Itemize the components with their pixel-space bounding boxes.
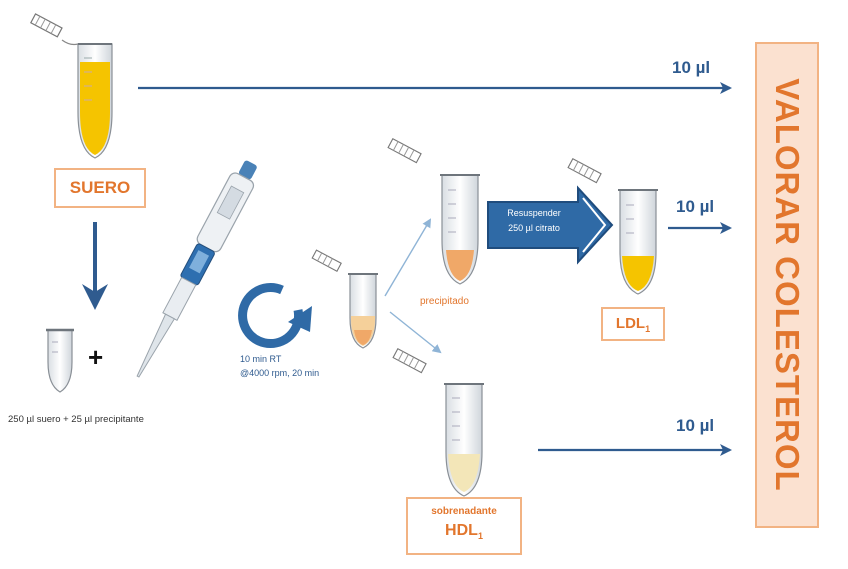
ldl-label: LDL1 [601, 307, 665, 341]
small-tube [46, 328, 74, 393]
resuspend-line-2: 250 µl citrato [508, 223, 560, 233]
resuspend-line-1: Resuspender [507, 208, 561, 218]
volume-top: 10 µl [672, 58, 711, 77]
centrifuge-rotation-icon [238, 283, 312, 349]
to-supernatant-arrow [389, 311, 442, 354]
supernatant-tube [392, 347, 484, 497]
suero-label: SUERO [54, 168, 146, 208]
ldl-text: LDL [615, 315, 646, 332]
sobrenadante-text: sobrenadante [431, 506, 497, 517]
hdl-subscript: 1 [477, 531, 483, 542]
to-precipitate-arrow [384, 218, 432, 297]
pipette-icon [136, 160, 257, 378]
mixed-tube [311, 249, 378, 349]
ldl-subscript: 1 [645, 324, 651, 334]
volume-middle: 10 µl [676, 197, 715, 216]
hdl-label: sobrenadante HDL1 [406, 497, 522, 555]
hdl-text-wrap: HDL1 [408, 519, 520, 548]
serum-tube [30, 13, 113, 159]
precipitado-label: precipitado [420, 296, 469, 307]
precipitate-tube [387, 137, 480, 285]
plus-sign: + [88, 342, 104, 372]
resuspend-arrow [487, 185, 614, 265]
volume-bottom: 10 µl [676, 416, 715, 435]
ldl-tube [567, 157, 658, 295]
valorar-colesterol-box: VALORAR COLESTEROL [755, 42, 819, 528]
mix-caption: 250 µl suero + 25 µl precipitante [8, 414, 144, 425]
incubation-line-1: 10 min RT [240, 354, 282, 364]
valorar-colesterol-text: VALORAR COLESTEROL [769, 78, 806, 492]
down-arrow-icon [82, 222, 108, 310]
incubation-line-2: @4000 rpm, 20 min [240, 368, 320, 378]
hdl-text: HDL [445, 522, 478, 539]
resuspend-text: Resuspender 250 µl citrato [486, 206, 582, 236]
incubation-note: 10 min RT @4000 rpm, 20 min [240, 352, 319, 380]
